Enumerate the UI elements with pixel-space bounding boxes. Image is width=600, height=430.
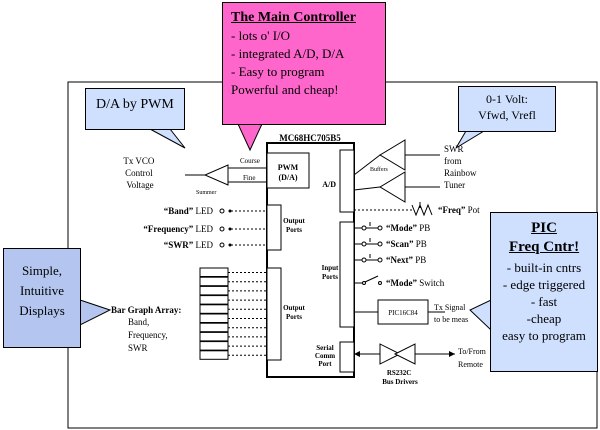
input-ports-block: [339, 221, 355, 328]
main-callout-line: - integrated A/D, D/A: [231, 46, 345, 61]
buffer-2-out: [353, 186, 381, 191]
simple-callout-line: Displays: [19, 303, 65, 318]
volt-callout-line2: Vfwd, Vrefl: [478, 108, 536, 122]
buffer-1-out: [353, 154, 381, 176]
bargraph-segment: [199, 313, 229, 323]
pb-mode: “Mode” PB: [354, 222, 430, 233]
bargraph-segment: [199, 267, 229, 277]
ad-block: [339, 149, 355, 213]
course-label: Course: [240, 157, 260, 165]
serial-port-block: [339, 341, 355, 373]
freq-pot: “Freq” Pot: [354, 202, 480, 217]
ad-label: A/D: [322, 180, 336, 189]
fine-label: Fine: [243, 174, 255, 182]
pic-callout-line: - built-in cntrs: [506, 260, 582, 275]
svg-text:“SWR” LED: “SWR” LED: [164, 240, 214, 250]
led-band: “Band” LED: [164, 206, 267, 216]
pic-callout-line: easy to program: [502, 328, 586, 343]
simple-callout-line: Simple,: [21, 263, 63, 278]
simple-callout-line: Intuitive: [19, 283, 65, 298]
bargraph-segment: [199, 322, 229, 333]
bargraph-segment: [199, 276, 229, 287]
pwm-block: [266, 152, 310, 189]
buffers-label: Buffers: [370, 166, 389, 173]
main-callout-line: Powerful and cheap!: [231, 82, 339, 97]
main-callout-line: - lots o' I/O: [231, 28, 291, 43]
main-controller-callout: The Main Controller - lots o' I/O - inte…: [222, 2, 386, 125]
svg-text:“Scan” PB: “Scan” PB: [386, 239, 427, 249]
swr-label: SWR from Rainbow Tuner: [444, 144, 479, 190]
main-callout-line: - Easy to program: [231, 64, 325, 79]
tx-signal-label: Tx Signal to be meas: [434, 303, 468, 324]
da-pwm-callout: D/A by PWM: [85, 88, 185, 130]
bargraph-segment: [199, 341, 229, 351]
simple-callout-pointer: [79, 299, 112, 326]
main-callout-pointer: [237, 123, 263, 152]
da-callout-text: D/A by PWM: [96, 97, 174, 112]
main-callout-title: The Main Controller: [231, 10, 356, 25]
rs232-label: RS232C Bus Drivers: [382, 369, 418, 386]
svg-text:“Mode” Switch: “Mode” Switch: [386, 278, 445, 288]
summer-label: Summer: [196, 190, 216, 196]
led-frequency: “Frequency” LED: [143, 224, 267, 234]
svg-text:“Mode” PB: “Mode” PB: [386, 223, 430, 233]
bar-graph-array: [199, 267, 267, 360]
svg-text:“Next” PB: “Next” PB: [386, 255, 426, 265]
rs232-driver-2: [393, 343, 416, 365]
rs232-arrow-right: [449, 351, 455, 357]
svg-text:“Frequency” LED: “Frequency” LED: [143, 224, 213, 234]
pic-callout-pointer: [469, 299, 492, 332]
tx-vco-label: Tx VCO Control Voltage: [123, 156, 156, 190]
bargraph-segment: [199, 285, 229, 296]
remote-label: To/From Remote: [458, 347, 488, 369]
output-ports-2-block: [266, 267, 282, 361]
pic-callout-title2: Freq Cntr!: [508, 239, 580, 255]
pic-chip-label: PIC16C84: [388, 309, 418, 317]
pic-freq-callout: PIC Freq Cntr! - built-in cntrs - edge t…: [490, 212, 598, 372]
buffer-triangle-2: [379, 171, 406, 203]
da-callout-pointer: [149, 128, 186, 149]
output-ports-block: [266, 204, 282, 251]
bargraph-lines: Band, Frequency, SWR: [128, 317, 170, 353]
pwm-sub-label: (D/A): [278, 173, 297, 182]
simple-displays-callout: Simple, Intuitive Displays: [3, 248, 81, 348]
svg-text:“Band” LED: “Band” LED: [164, 206, 214, 216]
bargraph-segment: [199, 350, 229, 360]
summer-triangle: [203, 164, 229, 186]
volt-callout-line1: 0-1 Volt:: [486, 92, 528, 106]
bargraph-segment: [199, 331, 229, 342]
pic-callout-line: -cheap: [526, 311, 562, 326]
pic-callout-line: - edge triggered: [502, 277, 586, 292]
rs232-arrow-left: [354, 351, 360, 357]
led-swr: “SWR” LED: [164, 240, 267, 250]
volt-callout: 0-1 Volt: Vfwd, Vrefl: [458, 86, 556, 132]
buffer-triangle-1: [379, 139, 406, 171]
mode-switch: “Mode” Switch: [354, 275, 445, 288]
svg-text:“Freq” Pot: “Freq” Pot: [438, 205, 480, 215]
bargraph-segment: [199, 304, 229, 314]
volt-callout-pointer: [455, 130, 486, 149]
pwm-label: PWM: [278, 163, 299, 172]
pic-callout-title1: PIC: [531, 220, 557, 236]
bargraph-title: Bar Graph Array:: [111, 305, 181, 315]
pic-callout-line: - fast: [530, 294, 558, 309]
mcu-label: MC68HC705B5: [279, 133, 341, 143]
pb-next: “Next” PB: [354, 254, 426, 265]
pb-scan: “Scan” PB: [354, 238, 427, 249]
bargraph-segment: [199, 295, 229, 305]
